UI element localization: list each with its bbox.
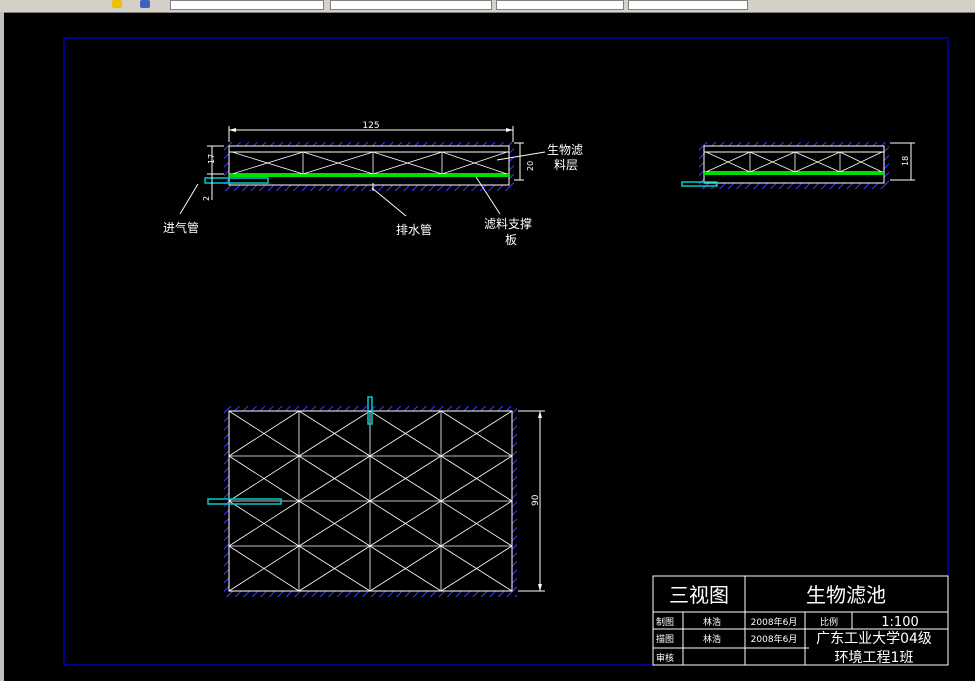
side-dim-height-label: 18 (901, 156, 910, 166)
title-block (652, 575, 949, 666)
school-line1: 广东工业大学04级 (816, 631, 932, 647)
row2-date: 2008年6月 (751, 633, 798, 645)
view-name-label: 三视图 (669, 583, 729, 607)
toolbar (0, 0, 975, 13)
left-edge (0, 12, 4, 681)
drain-label: 排水管 (396, 222, 432, 237)
air-inlet-label: 进气管 (163, 220, 199, 235)
air-inlet-pipe (204, 177, 269, 184)
color-dropdown[interactable] (330, 0, 492, 10)
dim-length-label: 125 (362, 121, 379, 131)
linetype-dropdown[interactable] (496, 0, 624, 10)
layer-color-icon[interactable] (140, 0, 150, 8)
row1-date: 2008年6月 (751, 616, 798, 628)
front-truss (231, 151, 508, 175)
drawing-name-label: 生物滤池 (806, 583, 886, 607)
scale-label: 比例 (820, 616, 838, 628)
scale-value: 1:100 (881, 615, 918, 630)
drawing-frame (63, 37, 949, 666)
top-grid (228, 410, 513, 592)
side-view: 18 (681, 142, 915, 189)
row2-name: 林浩 (703, 633, 721, 645)
front-view: 125 17 2 20 生物滤 料层 进气管 排水管 滤料支撑 板 (163, 121, 583, 247)
media-layer-label-1: 生物滤 (547, 143, 583, 157)
row2-label: 描图 (656, 633, 674, 645)
support-label-2: 板 (505, 233, 517, 247)
top-drain-pipe (367, 396, 373, 425)
dim-height-right-label: 20 (526, 161, 535, 171)
side-air-pipe (681, 181, 718, 187)
dim-bottom-label: 2 (202, 196, 211, 201)
top-dim-width-label: 90 (531, 494, 541, 506)
top-air-pipe (207, 498, 282, 505)
row3-label: 审核 (656, 652, 674, 664)
dim-height-left-label: 17 (207, 154, 216, 164)
media-layer-label-2: 料层 (554, 158, 578, 172)
row1-name: 林浩 (703, 616, 721, 628)
support-plate (229, 174, 509, 177)
layer-dropdown[interactable] (170, 0, 324, 10)
layer-state-icon[interactable] (112, 0, 122, 8)
side-truss (705, 151, 883, 173)
school-line2: 环境工程1班 (835, 650, 914, 666)
top-view: 90 (207, 396, 545, 597)
lineweight-dropdown[interactable] (628, 0, 748, 10)
support-label-1: 滤料支撑 (484, 216, 532, 231)
row1-label: 制图 (656, 616, 674, 628)
